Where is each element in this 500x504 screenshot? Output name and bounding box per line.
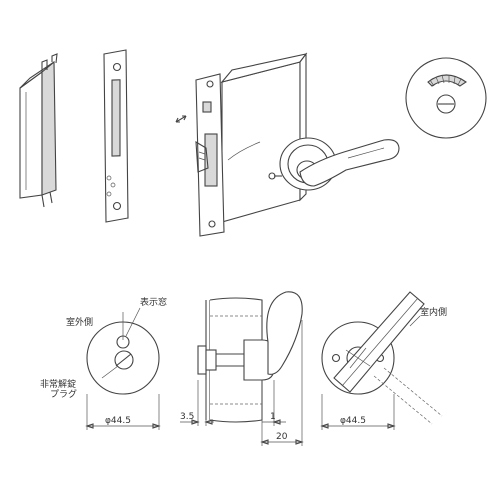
label-emergency-plug: プラグ xyxy=(50,388,77,400)
dim-diameter-right: φ44.5 xyxy=(340,416,366,426)
label-indicator-window: 表示窓 xyxy=(140,296,167,308)
dim-diameter-left: φ44.5 xyxy=(105,416,131,426)
side-profile-view xyxy=(180,291,304,446)
inside-rosette-view xyxy=(320,291,443,430)
strike-box-sketch xyxy=(19,53,58,208)
dim-1: 1 xyxy=(270,412,276,422)
lock-body-sketch xyxy=(175,52,308,237)
label-outside: 室外側 xyxy=(66,316,93,328)
lever-handle-sketch xyxy=(268,137,400,191)
indicator-detail-circle xyxy=(405,57,487,139)
dim-3-5: 3.5 xyxy=(180,412,194,422)
outside-rosette-view xyxy=(85,307,161,430)
strike-plate-sketch xyxy=(103,49,129,223)
label-emergency-unlock: 非常解錠 xyxy=(40,378,76,390)
label-inside: 室内側 xyxy=(420,306,447,318)
dim-20: 20 xyxy=(276,432,288,442)
